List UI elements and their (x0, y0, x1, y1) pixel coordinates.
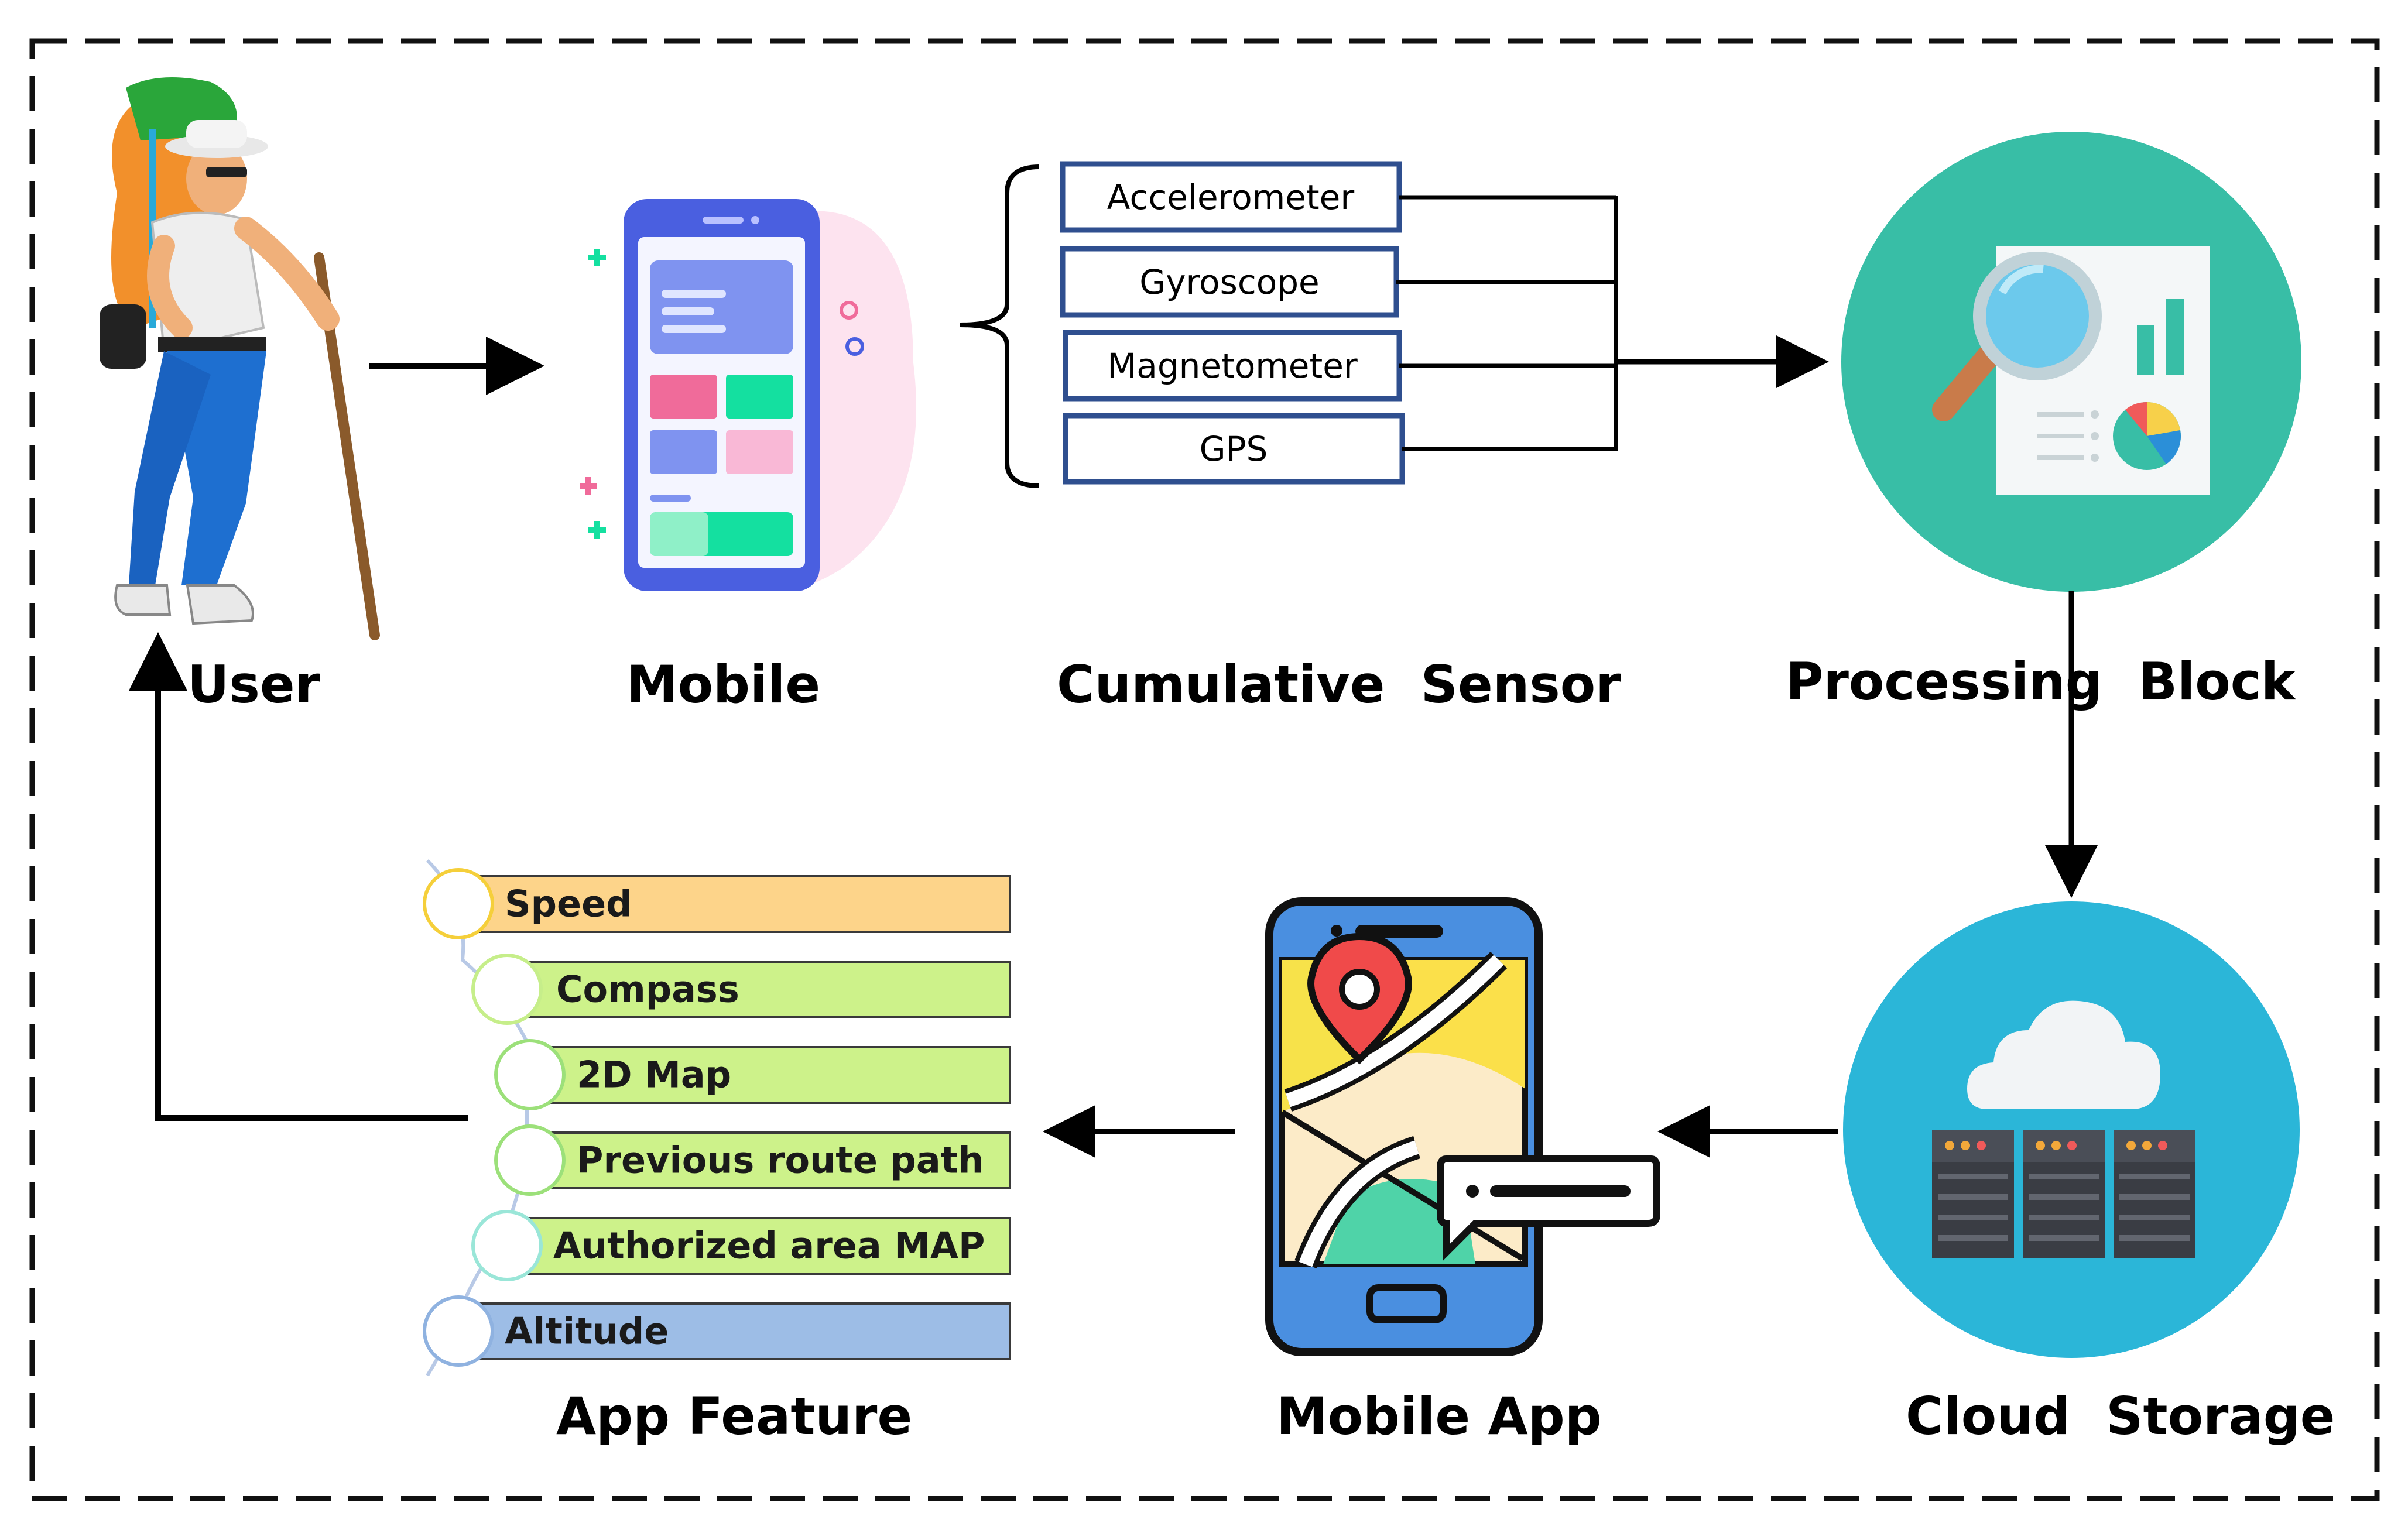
feature-item-previous-route-path: Previous route path (494, 1124, 1011, 1196)
feature-item-2d-map: 2D Map (494, 1039, 1011, 1110)
sensor-box-gyroscope: Gyroscope (1060, 246, 1399, 318)
svg-text:Compass: Compass (556, 968, 739, 1011)
svg-text:Speed: Speed (505, 883, 632, 925)
sensor-bracket (960, 164, 1040, 488)
feature-item-compass: Compass (471, 954, 1011, 1025)
label-processing-block: Processing Block (1786, 651, 2297, 712)
label-cloud-storage: Cloud Storage (1906, 1386, 2335, 1446)
label-cumulative-sensor: Cumulative Sensor (1057, 654, 1621, 715)
label-mobile: Mobile (626, 654, 820, 715)
svg-text:Gyroscope: Gyroscope (1139, 262, 1319, 302)
svg-text:Altitude: Altitude (505, 1310, 669, 1353)
smartphone-icon (580, 199, 916, 591)
sensor-box-magnetometer: Magnetometer (1063, 330, 1402, 402)
map-phone-icon (1265, 897, 1660, 1356)
svg-text:2D Map: 2D Map (577, 1054, 731, 1096)
feature-item-altitude: Altitude (423, 1295, 1011, 1367)
svg-text:GPS: GPS (1200, 429, 1268, 469)
hiker-icon (100, 77, 380, 640)
svg-text:Previous route path: Previous route path (577, 1139, 984, 1182)
label-user: User (187, 654, 321, 715)
feature-item-speed: Speed (423, 868, 1011, 939)
cloud-server-icon (1843, 901, 2300, 1358)
svg-text:Magnetometer: Magnetometer (1107, 346, 1358, 386)
sensor-box-gps: GPS (1063, 413, 1405, 485)
analytics-magnifier-icon (1841, 132, 2301, 592)
feature-item-authorized-area-map: Authorized area MAP (471, 1210, 1011, 1281)
sensor-connectors (1396, 195, 1618, 451)
svg-text:Authorized area MAP: Authorized area MAP (553, 1225, 985, 1267)
dashed-frame (29, 38, 2380, 1501)
label-app-feature: App Feature (556, 1386, 912, 1446)
arrow-features-to-user (129, 632, 468, 1121)
svg-text:Accelerometer: Accelerometer (1107, 177, 1355, 217)
sensor-box-accelerometer: Accelerometer (1060, 161, 1402, 233)
label-mobile-app: Mobile App (1276, 1386, 1602, 1446)
